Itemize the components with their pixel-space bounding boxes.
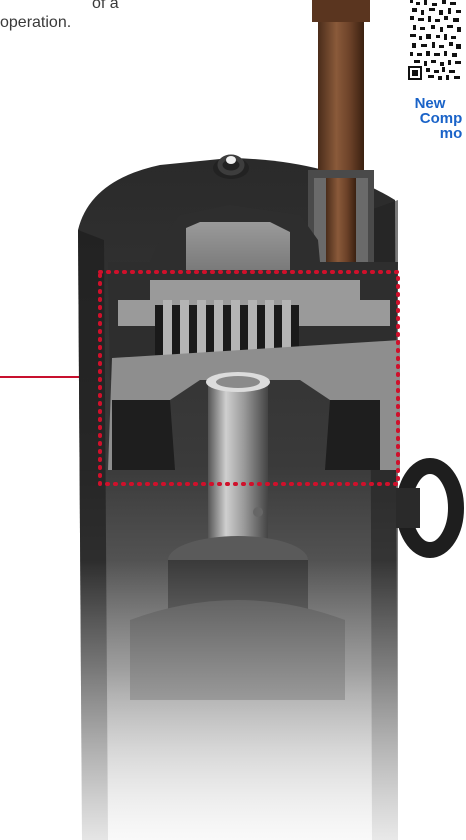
intro-line-1: of a <box>92 0 119 12</box>
qr-caption[interactable]: New Comp mo <box>406 96 466 141</box>
intro-line-2: operation. <box>0 14 72 31</box>
qr-caption-line-2: Comp <box>419 110 463 127</box>
intro-text: of a operation. <box>0 0 119 32</box>
qr-code[interactable] <box>404 0 466 84</box>
qr-caption-line-1: New <box>414 95 446 112</box>
callout-line <box>0 376 96 378</box>
qr-caption-line-3: mo <box>439 125 463 142</box>
